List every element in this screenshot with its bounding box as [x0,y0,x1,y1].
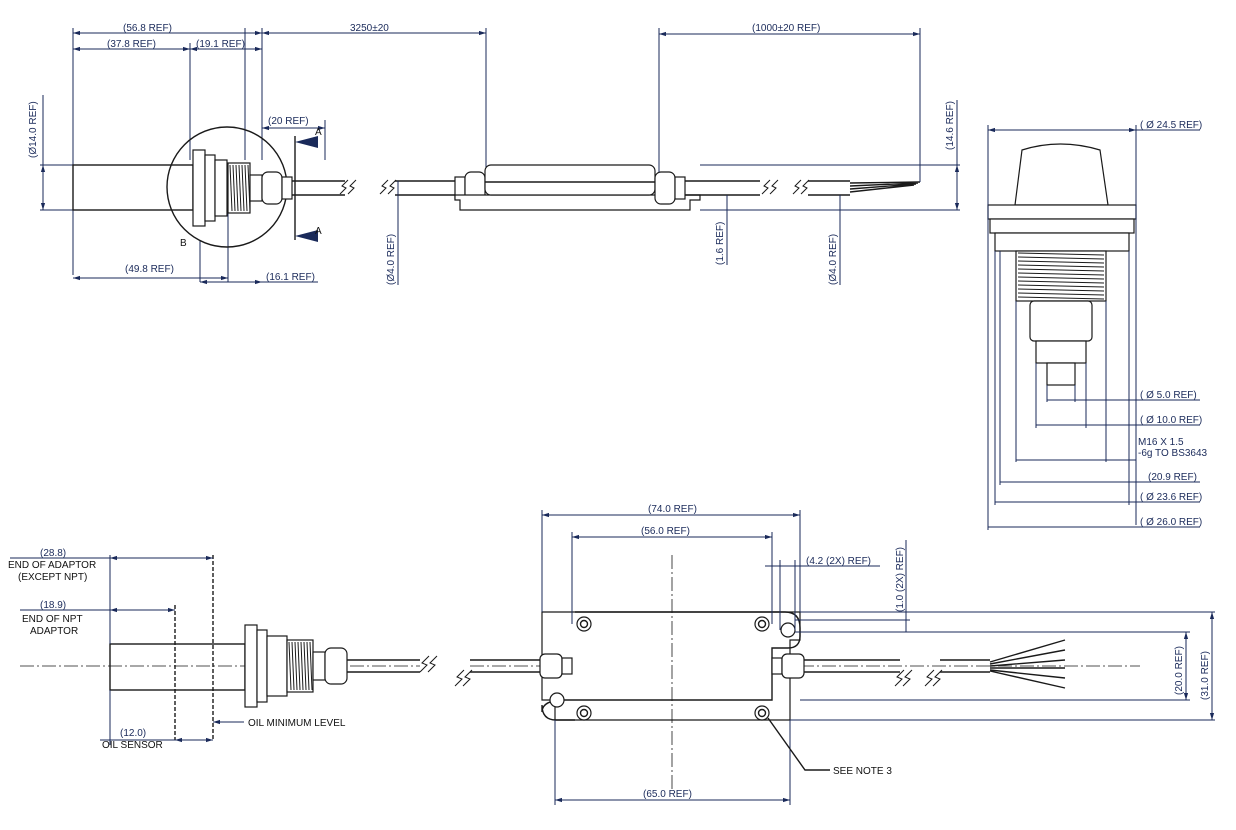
dim-dia-24-5: ( Ø 24.5 REF) [1140,120,1202,131]
dim-18-9: (18.9) [40,600,66,611]
top-view-housing: (74.0 REF) (56.0 REF) (4.2 (2X) REF) (1.… [454,504,1215,805]
detail-b-label: B [180,238,187,249]
dim-16-1: (16.1 REF) [266,272,315,283]
front-view-sensor: (28.8) END OF ADAPTOR (EXCEPT NPT) (18.9… [8,548,438,751]
dim-20: (20 REF) [268,116,309,127]
dim-dia-5: ( Ø 5.0 REF) [1140,390,1197,401]
dim-dia-4-a: (Ø4.0 REF) [386,234,397,285]
dim-1-6: (1.6 REF) [715,222,726,265]
side-view-cable: (1000±20 REF) (14.6 REF) (1.6 REF) (Ø4.0… [379,23,960,285]
thread-spec-2: -6g TO BS3643 [1138,448,1208,459]
dim-56-0: (56.0 REF) [641,526,690,537]
dim-49-8: (49.8 REF) [125,264,174,275]
dim-74-0: (74.0 REF) [648,504,697,515]
side-view-sensor: A A B (56.8 REF) (37.8 REF) (19.1 REF) 3… [28,23,487,285]
dim-dia-4-b: (Ø4.0 REF) [828,234,839,285]
dim-dia-26: ( Ø 26.0 REF) [1140,517,1202,528]
dim-65-0: (65.0 REF) [643,789,692,800]
dim-1-0: (1.0 (2X) REF) [895,547,906,612]
dim-12-0: (12.0) [120,728,146,739]
section-a-bottom-label: A [315,226,322,237]
dim-4-2: (4.2 (2X) REF) [806,556,871,567]
thread-spec-1: M16 X 1.5 [1138,437,1184,448]
dim-3250: 3250±20 [350,23,389,34]
dim-dia-14: (Ø14.0 REF) [28,101,39,158]
dim-28-8: (28.8) [40,548,66,559]
dim-dia-10: ( Ø 10.0 REF) [1140,415,1202,426]
dim-1000: (1000±20 REF) [752,23,820,34]
dim-14-6: (14.6 REF) [945,101,956,150]
note-oil-minimum-level: OIL MINIMUM LEVEL [248,718,346,729]
dim-37-8: (37.8 REF) [107,39,156,50]
dim-31-0: (31.0 REF) [1200,651,1211,700]
section-a-top-label: A [315,127,322,138]
dim-20-9: (20.9 REF) [1148,472,1197,483]
note-end-npt-2: ADAPTOR [30,626,78,637]
dim-20-0: (20.0 REF) [1174,646,1185,695]
note-end-adaptor-1: END OF ADAPTOR [8,560,96,571]
dim-56-8: (56.8 REF) [123,23,172,34]
note-see-note-3: SEE NOTE 3 [833,766,892,777]
end-view: ( Ø 24.5 REF) ( Ø 5.0 REF) ( Ø 10.0 REF)… [987,120,1208,530]
dim-19-1: (19.1 REF) [196,39,245,50]
note-end-adaptor-2: (EXCEPT NPT) [18,572,87,583]
dim-dia-23-6: ( Ø 23.6 REF) [1140,492,1202,503]
note-oil-sensor: OIL SENSOR [102,740,163,751]
note-end-npt-1: END OF NPT [22,614,83,625]
